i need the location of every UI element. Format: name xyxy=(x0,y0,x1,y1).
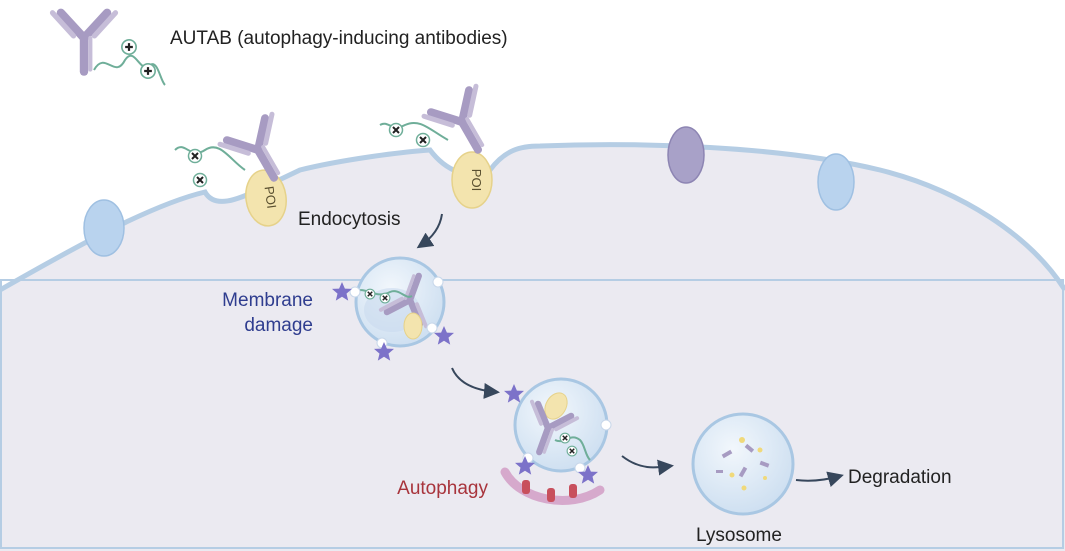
membrane-protein-blue-right xyxy=(817,153,855,211)
poi-label-2: POI xyxy=(469,169,484,191)
degradation-label: Degradation xyxy=(848,467,952,488)
legend-label: AUTAB (autophagy-inducing antibodies) xyxy=(170,28,508,49)
antibody-poi-complex-1: POI xyxy=(174,114,300,227)
phagophore xyxy=(500,467,605,505)
arrow-to-degradation xyxy=(795,471,844,487)
arrow-to-lysosome xyxy=(621,455,674,476)
membrane-protein-blue-left xyxy=(83,199,125,257)
lysosome-label: Lysosome xyxy=(696,525,782,546)
cell-border xyxy=(0,279,1064,549)
membrane-protein-purple xyxy=(667,126,705,184)
antibody-poi-complex-2: POI xyxy=(379,86,504,209)
autophagy-label: Autophagy xyxy=(397,478,488,499)
damaged-endosome xyxy=(349,256,446,349)
membrane-damage-label-line2: damage xyxy=(244,315,313,336)
legend-antibody-icon xyxy=(53,13,166,86)
endocytosis-arrow xyxy=(416,213,443,249)
cell-body xyxy=(0,144,1065,551)
endocytosis-label: Endocytosis xyxy=(298,209,400,230)
lysosome xyxy=(691,412,795,516)
autophagosome xyxy=(515,377,612,474)
poi-label-1: POI xyxy=(261,185,279,209)
membrane-damage-label-line1: Membrane xyxy=(222,290,313,311)
arrow-to-autophagy xyxy=(451,367,500,399)
